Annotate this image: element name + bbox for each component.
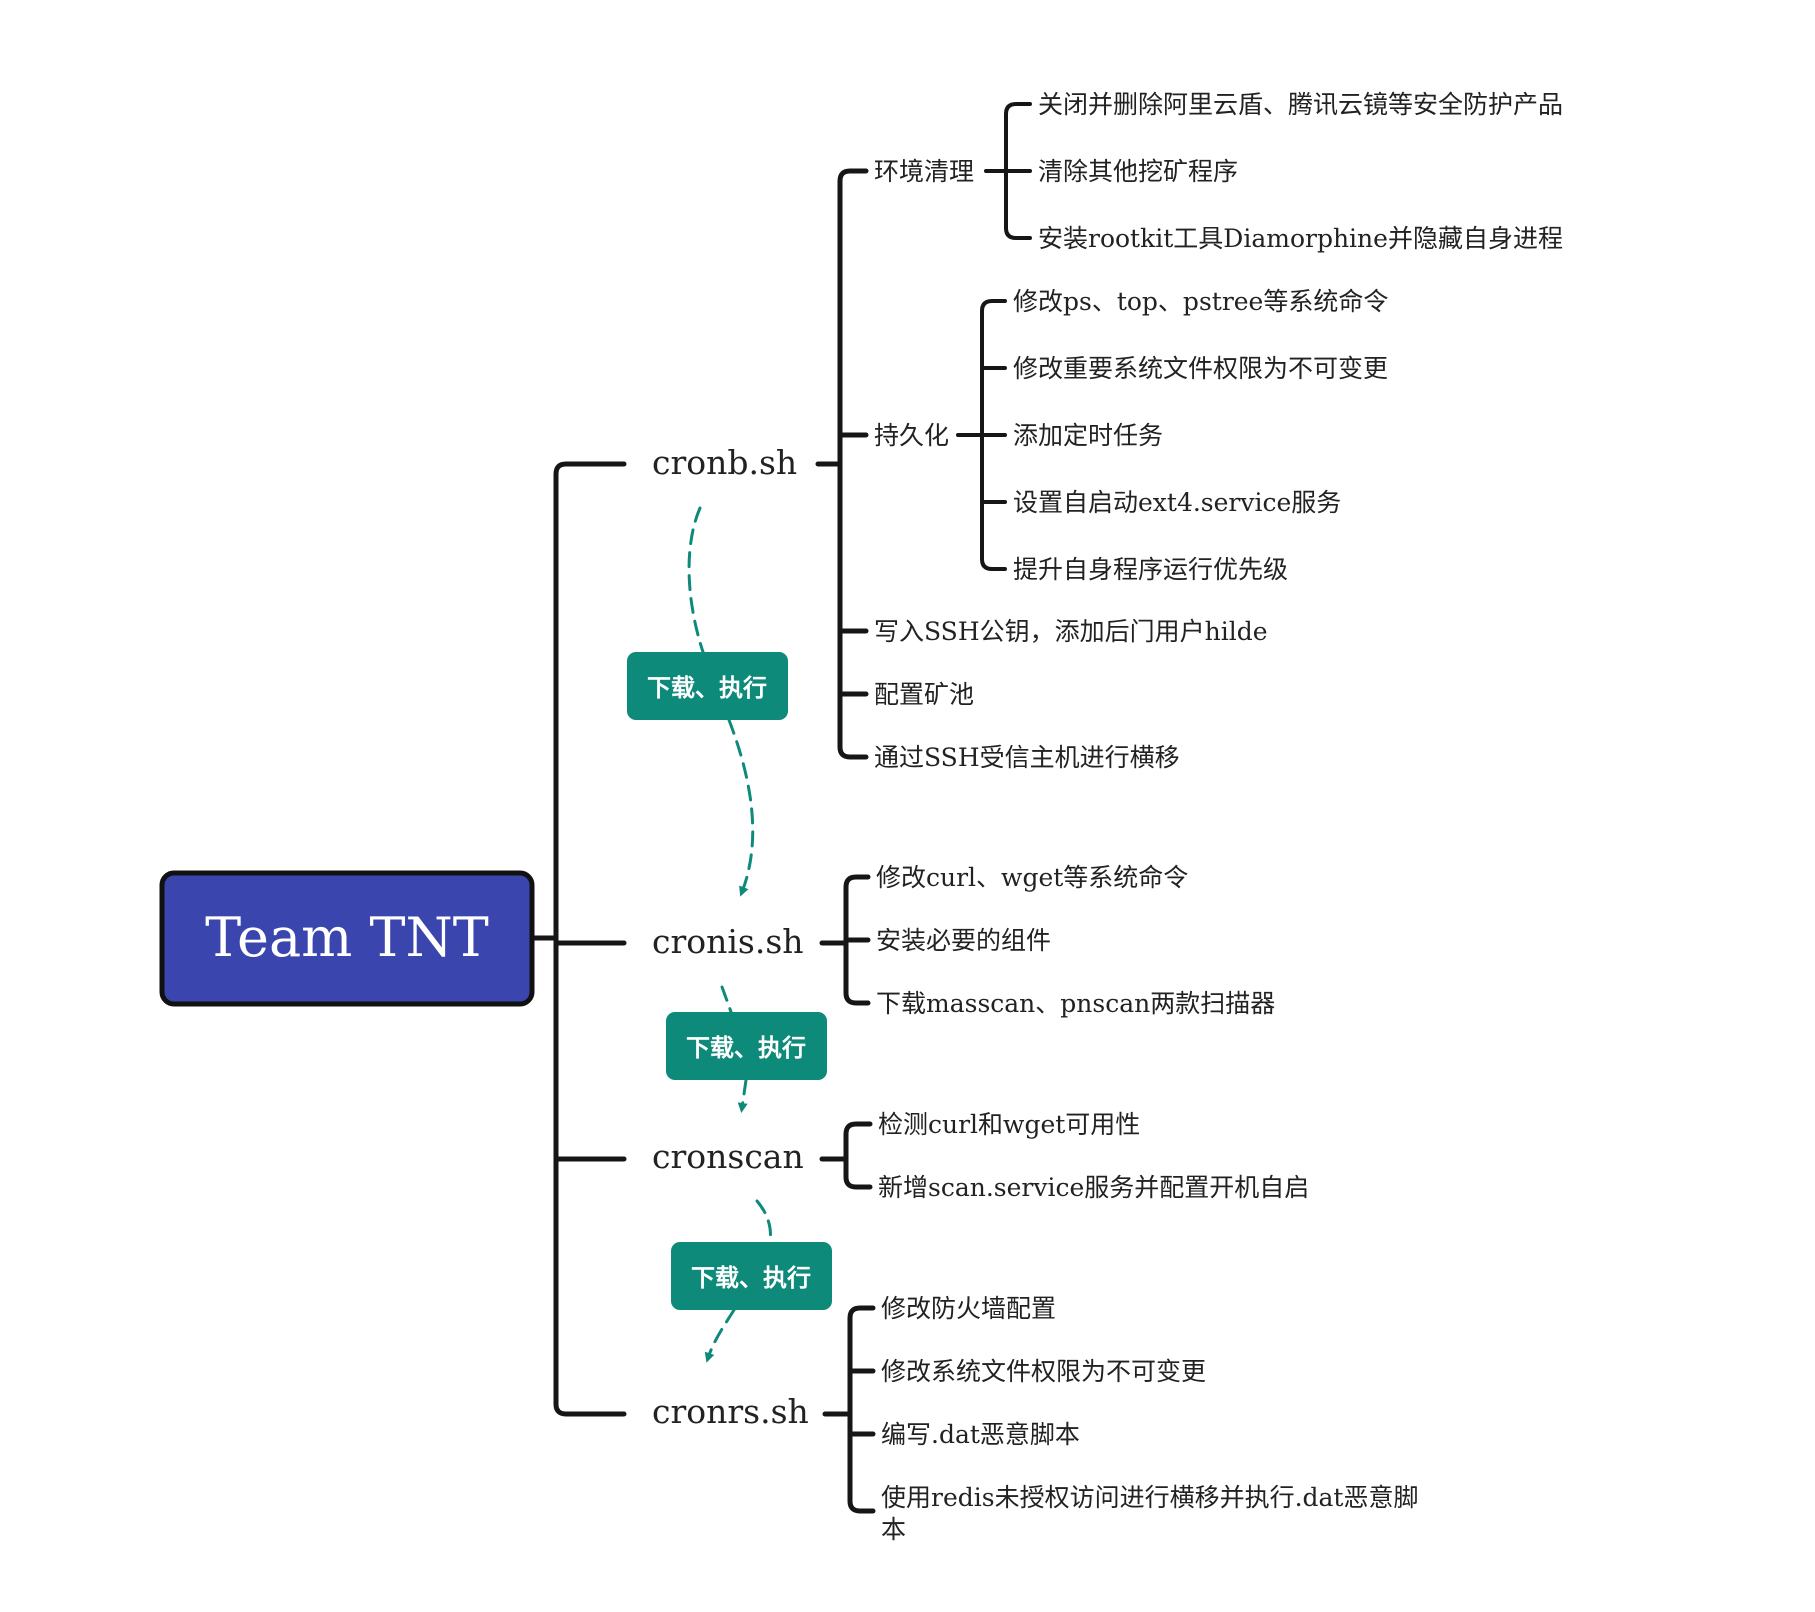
cronrs-branch: 修改防火墙配置 修改系统文件权限为不可变更 编写.dat恶意脚本 使用redis… (881, 1294, 1426, 1544)
connector-line (837, 168, 869, 467)
leaf-item-wrapped[interactable]: 使用redis未授权访问进行横移并执行.dat恶意脚 本 (881, 1483, 1426, 1544)
topic-env-cleanup[interactable]: 环境清理 (874, 157, 974, 186)
script-label-cronb: cronb.sh (652, 443, 797, 482)
leaf-item[interactable]: 修改ps、top、pstree等系统命令 (1013, 287, 1388, 316)
flow-arrow (755, 1199, 772, 1244)
connector-lines (529, 102, 1032, 1514)
topic-mining-pool[interactable]: 配置矿池 (874, 680, 974, 709)
connector-line (1004, 169, 1032, 240)
cronb-branch: 环境清理 关闭并删除阿里云盾、腾讯云镜等安全防护产品 清除其他挖矿程序 安装ro… (874, 90, 1563, 772)
leaf-item[interactable]: 安装必要的组件 (876, 926, 1051, 955)
connector-line (843, 874, 871, 946)
flow-arrow (720, 985, 733, 1014)
script-label-cronis: cronis.sh (652, 922, 804, 961)
flow-arrows (687, 506, 772, 1363)
leaf-item[interactable]: 关闭并删除阿里云盾、腾讯云镜等安全防护产品 (1038, 90, 1563, 119)
leaf-item[interactable]: 下载masscan、pnscan两款扫描器 (876, 989, 1275, 1018)
leaf-item[interactable]: 提升自身程序运行优先级 (1013, 555, 1288, 584)
flow-step-label: 下载、执行 (647, 674, 767, 702)
leaf-item[interactable]: 修改重要系统文件权限为不可变更 (1013, 354, 1388, 383)
leaf-item[interactable]: 新增scan.service服务并配置开机自启 (878, 1173, 1309, 1202)
leaf-item[interactable]: 检测curl和wget可用性 (878, 1110, 1140, 1139)
cronis-branch: 修改curl、wget等系统命令 安装必要的组件 下载masscan、pnsca… (876, 863, 1275, 1018)
leaf-item[interactable]: 编写.dat恶意脚本 (881, 1420, 1080, 1449)
leaf-item[interactable]: 修改curl、wget等系统命令 (876, 863, 1188, 892)
connector-line (980, 433, 1007, 571)
leaf-item[interactable]: 设置自启动ext4.service服务 (1013, 488, 1341, 517)
flow-step-label: 下载、执行 (686, 1034, 806, 1062)
flow-arrow (737, 1078, 748, 1113)
script-label-cronscan: cronscan (652, 1137, 804, 1176)
flow-step-label: 下载、执行 (691, 1264, 811, 1292)
cronscan-branch: 检测curl和wget可用性 新增scan.service服务并配置开机自启 (878, 1110, 1309, 1202)
flow-arrow (687, 506, 705, 654)
leaf-item[interactable]: 添加定时任务 (1013, 421, 1163, 450)
connector-line (1004, 102, 1032, 173)
topic-persistence[interactable]: 持久化 (874, 421, 949, 450)
flow-step-badge[interactable]: 下载、执行 (671, 1242, 832, 1310)
topic-ssh-backdoor[interactable]: 写入SSH公钥，添加后门用户hilde (874, 617, 1268, 646)
script-node-cronb[interactable]: cronb.sh (652, 443, 797, 482)
connector-line (843, 1156, 873, 1190)
script-node-cronrs[interactable]: cronrs.sh (652, 1392, 809, 1431)
flow-step-badge[interactable]: 下载、执行 (627, 652, 788, 720)
connector-line (980, 299, 1007, 437)
leaf-item[interactable]: 修改系统文件权限为不可变更 (881, 1357, 1206, 1386)
flow-arrow (704, 1308, 736, 1363)
connector-line (847, 1305, 876, 1417)
connector-line (843, 1121, 873, 1162)
leaf-item[interactable]: 清除其他挖矿程序 (1038, 157, 1238, 186)
leaf-item[interactable]: 修改防火墙配置 (881, 1294, 1056, 1323)
flow-arrow (727, 718, 755, 897)
connector-line (843, 940, 871, 1006)
root-node[interactable]: Team TNT (159, 870, 535, 1007)
script-node-cronscan[interactable]: cronscan (652, 1137, 804, 1176)
root-label: Team TNT (205, 906, 489, 969)
connector-line (837, 461, 869, 760)
connector-line (847, 1411, 876, 1514)
leaf-item[interactable]: 安装rootkit工具Diamorphine并隐藏自身进程 (1038, 224, 1563, 253)
connector-line (553, 935, 627, 1417)
flow-step-badge[interactable]: 下载、执行 (666, 1012, 827, 1080)
topic-ssh-lateral[interactable]: 通过SSH受信主机进行横移 (874, 743, 1180, 772)
connector-line (553, 461, 627, 941)
script-label-cronrs: cronrs.sh (652, 1392, 809, 1431)
script-node-cronis[interactable]: cronis.sh (652, 922, 804, 961)
